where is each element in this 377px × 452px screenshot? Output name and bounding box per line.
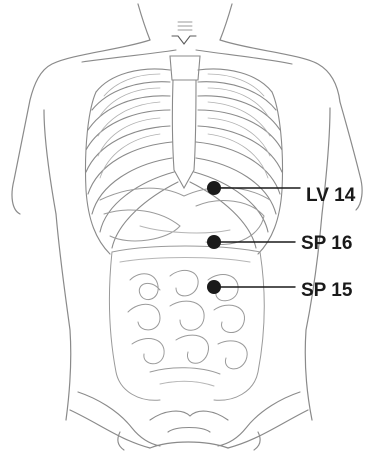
point-sp15	[207, 280, 221, 294]
label-lv14: LV 14	[306, 186, 355, 205]
ribs-right	[190, 69, 283, 254]
label-sp15: SP 15	[301, 281, 352, 300]
acupoint-markers	[207, 181, 221, 294]
ribs-left	[85, 69, 178, 254]
pelvis	[78, 392, 300, 450]
label-sp16: SP 16	[301, 234, 352, 253]
point-sp16	[207, 235, 221, 249]
leader-lines	[214, 188, 300, 287]
point-lv14	[207, 181, 221, 195]
intestines	[109, 246, 264, 400]
